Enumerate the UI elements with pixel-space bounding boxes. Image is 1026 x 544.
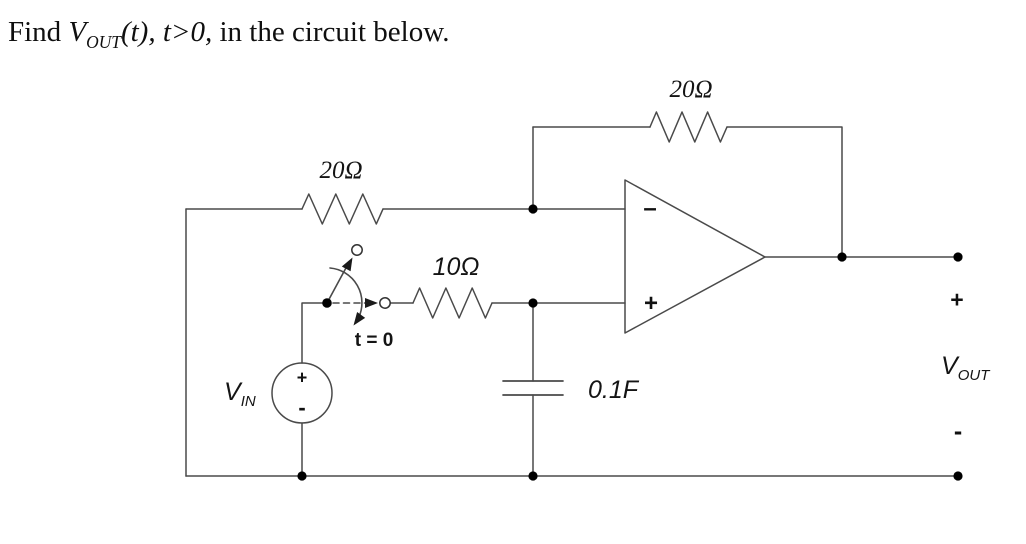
resistor-noninv-label: 10Ω [432, 253, 480, 281]
resistor-feedback-label: 20Ω [669, 76, 713, 103]
opamp-inverting-sign: – [643, 195, 657, 222]
resistor-input-label: 20Ω [319, 157, 363, 184]
resistor-symbol-input [301, 193, 384, 225]
junction-dot-source-ground [297, 471, 307, 481]
title-vout-symbol: V [68, 16, 87, 48]
output-plus-sign: + [950, 286, 964, 313]
output-label-symbol: V [941, 352, 958, 380]
output-label: VOUT [941, 352, 990, 384]
resistor-symbol-noninv [412, 287, 493, 319]
title-vout-subscript: OUT [86, 31, 121, 52]
source-top-wire [301, 302, 328, 364]
source-label-symbol: V [224, 378, 241, 406]
problem-statement: Find VOUT(t), t>0, in the circuit below. [8, 16, 450, 52]
switch-contact-open [351, 244, 363, 256]
opamp-triangle [624, 179, 766, 334]
terminal-dot-output-minus [953, 471, 963, 481]
source-minus-sign: - [298, 395, 306, 420]
resistor-symbol-feedback [649, 111, 728, 143]
junction-dot-capacitor-ground [528, 471, 538, 481]
source-label-subscript: IN [240, 393, 256, 410]
title-suffix: in the circuit below. [212, 16, 450, 48]
capacitor-label: 0.1F [587, 376, 639, 404]
switch-arc-arrowhead [353, 312, 366, 326]
switch-blade-arrowhead [341, 257, 353, 272]
switch-time-label: t = 0 [354, 330, 394, 351]
terminal-dot-output-plus [953, 252, 963, 262]
switch-dash-arrowhead [365, 298, 378, 308]
opamp-noninverting-sign: + [643, 290, 659, 317]
feedback-wire-right [726, 126, 843, 258]
title-math: (t), t>0, [120, 16, 213, 48]
source-plus-sign: + [296, 367, 308, 388]
source-label: VIN [224, 378, 256, 410]
output-label-subscript: OUT [957, 367, 990, 384]
switch-motion-arc [329, 267, 363, 319]
switch-pivot-dot [322, 298, 332, 308]
junction-dot-noninv [528, 298, 538, 308]
title-prefix: Find [8, 16, 69, 48]
junction-dot-output [837, 252, 847, 262]
switch-contact-closed [379, 297, 391, 309]
junction-dot-feedback-tap [528, 204, 538, 214]
output-minus-sign: - [953, 417, 963, 446]
